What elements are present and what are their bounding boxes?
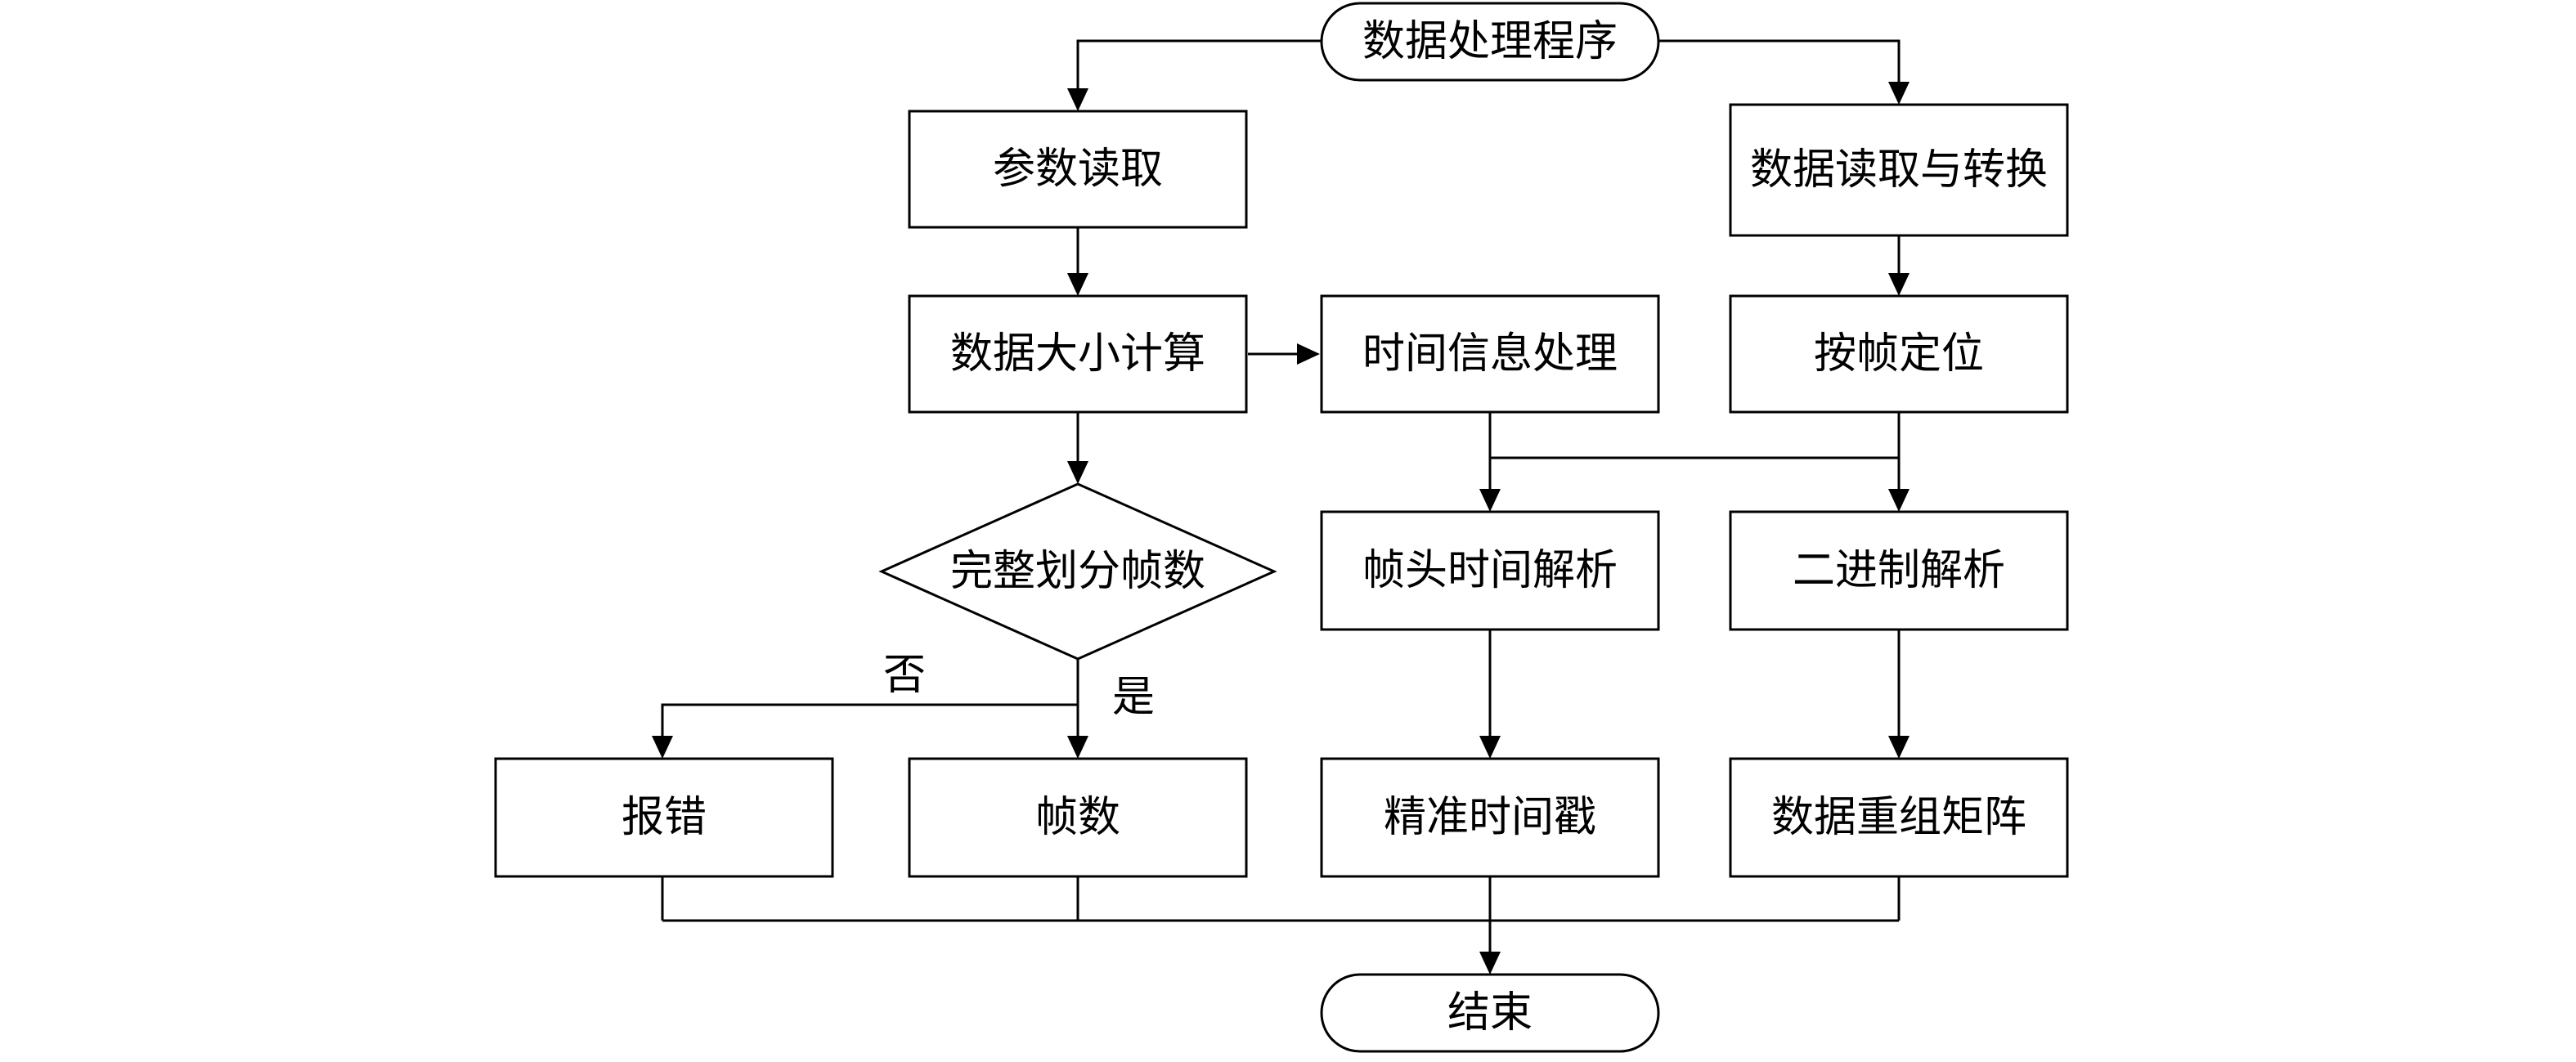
error-report-node: 报错 [494, 757, 834, 878]
param-read-node: 参数读取 [908, 110, 1248, 229]
start-node: 数据处理程序 [1320, 2, 1660, 82]
edge-decision-no-branch [661, 703, 1078, 739]
edge-start-to-data-read [1657, 39, 1901, 85]
branch-label-yes: 是 [1112, 673, 1155, 722]
arrowhead [1479, 952, 1501, 975]
arrowhead [1888, 273, 1910, 296]
precise-timestamp-label: 精准时间戳 [1384, 793, 1596, 842]
precise-timestamp-node: 精准时间戳 [1320, 757, 1660, 878]
arrowhead [1297, 343, 1320, 365]
data-read-convert-node: 数据读取与转换 [1729, 103, 2069, 237]
arrowhead [1067, 461, 1088, 484]
data-size-calc-node: 数据大小计算 [908, 294, 1248, 414]
data-reshape-matrix-label: 数据重组矩阵 [1771, 793, 2026, 842]
arrowhead [1888, 489, 1910, 512]
split-frames-decision-label: 完整划分帧数 [950, 547, 1205, 596]
param-read-label: 参数读取 [993, 145, 1163, 194]
frame-count-node: 帧数 [908, 757, 1248, 878]
arrowhead [1888, 82, 1910, 105]
arrowhead [652, 736, 673, 759]
end-node-label: 结束 [1447, 988, 1533, 1037]
data-read-convert-label: 数据读取与转换 [1750, 146, 2048, 195]
arrowhead [1479, 736, 1501, 759]
frame-locate-node: 按帧定位 [1729, 294, 2069, 414]
split-frames-decision-node: 完整划分帧数 [878, 482, 1277, 661]
time-info-process-label: 时间信息处理 [1362, 329, 1618, 379]
binary-parse-label: 二进制解析 [1793, 546, 2005, 595]
end-node: 结束 [1320, 973, 1660, 1053]
data-reshape-matrix-node: 数据重组矩阵 [1729, 757, 2069, 878]
frame-header-time-parse-label: 帧头时间解析 [1362, 546, 1618, 595]
frame-header-time-parse-node: 帧头时间解析 [1320, 510, 1660, 631]
arrowhead [1067, 88, 1088, 111]
edge-start-to-param-read [1076, 39, 1323, 92]
start-node-label: 数据处理程序 [1362, 17, 1618, 66]
binary-parse-node: 二进制解析 [1729, 510, 2069, 631]
arrowhead [1067, 273, 1088, 296]
frame-locate-label: 按帧定位 [1814, 329, 1984, 379]
arrowhead [1479, 489, 1501, 512]
arrowhead [1067, 736, 1088, 759]
data-size-calc-label: 数据大小计算 [950, 329, 1205, 379]
frame-count-label: 帧数 [1035, 793, 1120, 842]
error-report-label: 报错 [622, 793, 707, 842]
arrowhead [1888, 736, 1910, 759]
branch-label-no: 否 [883, 651, 926, 700]
time-info-process-node: 时间信息处理 [1320, 294, 1660, 414]
